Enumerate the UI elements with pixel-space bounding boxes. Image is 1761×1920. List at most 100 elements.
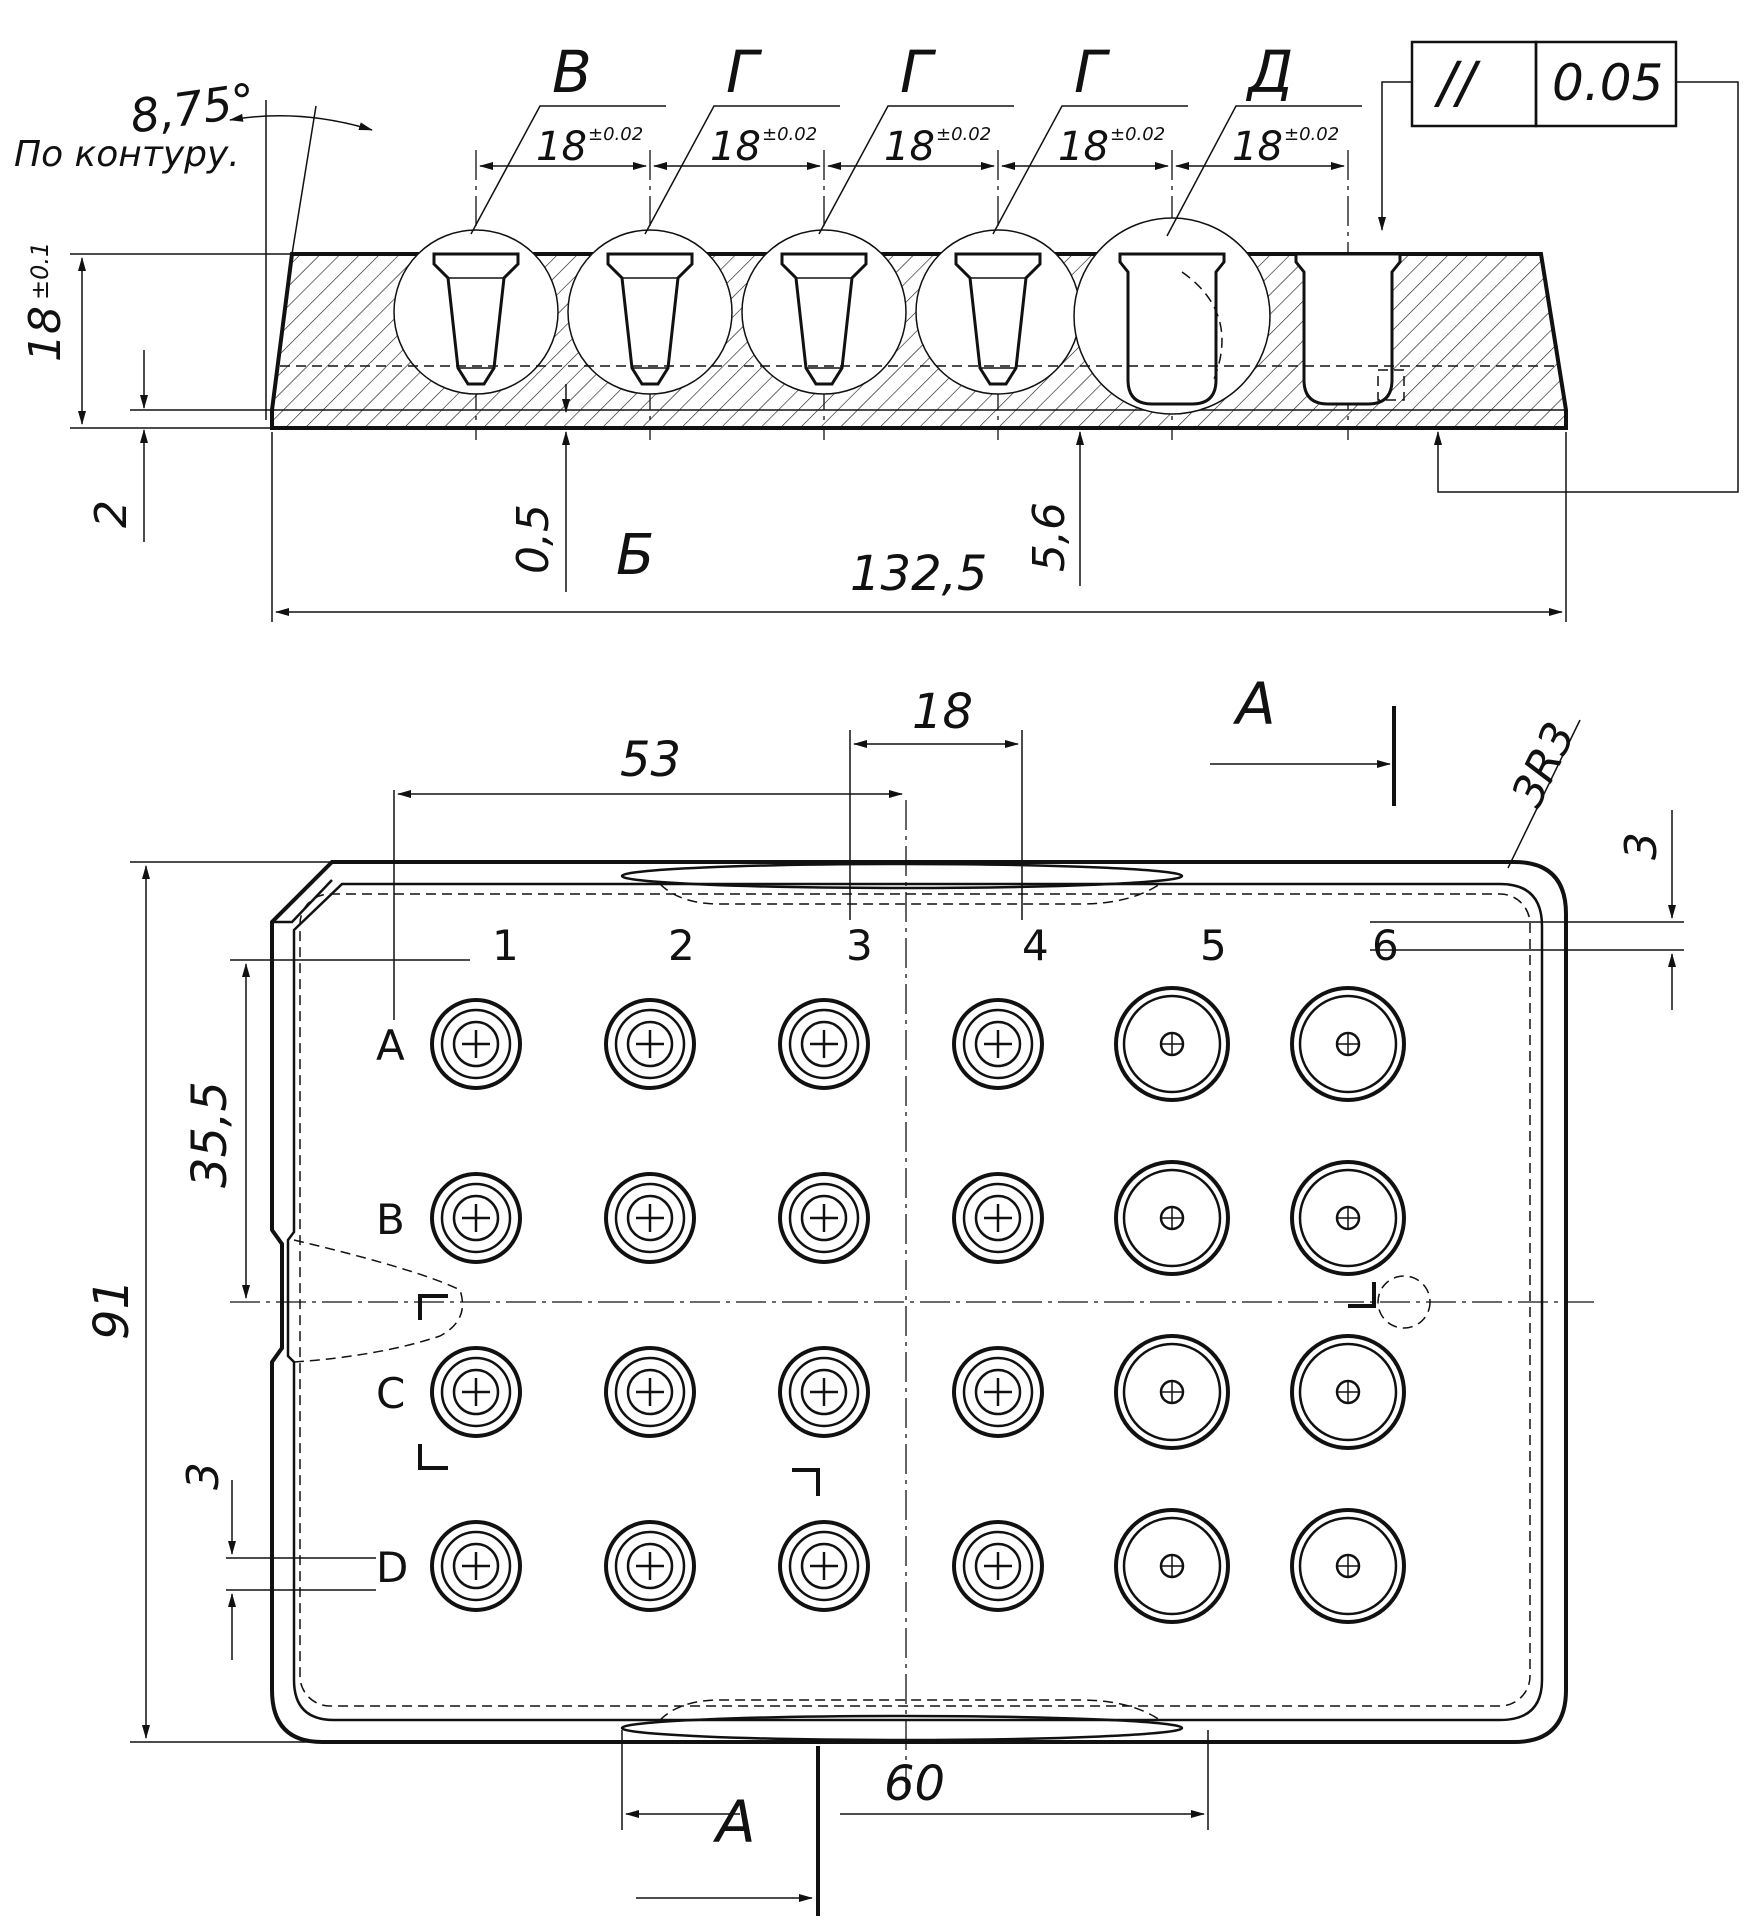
pitch-dim-3: 18±0.02 Г: [818, 38, 1014, 235]
well-B5: [1114, 1160, 1230, 1276]
tolerance-symbol: //: [1433, 51, 1481, 116]
well-A1: [430, 998, 522, 1090]
pitch-label: 18: [1232, 124, 1283, 170]
dim-2-label: 2: [86, 500, 137, 528]
dim-355: 35,5: [182, 959, 470, 1299]
height-tolerance: ±0.1: [26, 242, 54, 300]
section-a-top-label: А: [1232, 670, 1276, 738]
column-label-5: 5: [1200, 921, 1227, 970]
dim-60: 60: [621, 1730, 1209, 1830]
dim-3-left-label: 3: [178, 1462, 229, 1490]
pitch-dim-4: 18±0.02 Г: [992, 38, 1188, 235]
detail-letter: Г: [900, 38, 937, 106]
tolerance-value: 0.05: [1552, 54, 1663, 112]
well-grid: [430, 986, 1406, 1624]
column-labels: 1 2 3 4 5 6: [492, 921, 1399, 970]
dim-53: 53: [393, 732, 903, 1020]
well-C1: [430, 1346, 522, 1438]
well-D5: [1114, 1508, 1230, 1624]
top-notch: [620, 862, 1184, 890]
plate-outline: [270, 860, 1568, 1744]
well-A5: [1114, 986, 1230, 1102]
overall-length-label: 132,5: [850, 546, 987, 602]
well-D2: [604, 1520, 696, 1612]
dim-3-left: 3: [178, 1462, 376, 1660]
dim-3r3-label: 3R3: [1502, 715, 1586, 815]
well-D1: [430, 1520, 522, 1612]
section-wells: [280, 150, 1560, 440]
well-A3: [778, 998, 870, 1090]
row-label-C: C: [376, 1369, 405, 1418]
section-well-4: [915, 150, 1081, 440]
angle-dimension: 8,75° По контуру.: [14, 73, 373, 420]
well-B3: [778, 1172, 870, 1264]
detail-letter: Д: [1245, 38, 1293, 106]
pitch-dim-5: 18±0.02Д: [1166, 38, 1362, 237]
pitch-dim-1: 18±0.02 В: [470, 38, 666, 235]
column-label-4: 4: [1022, 921, 1049, 970]
dim-2: 2: [86, 350, 272, 542]
pitch-label: 18: [536, 124, 587, 170]
well-C2: [604, 1346, 696, 1438]
well-B2: [604, 1172, 696, 1264]
well-C3: [778, 1346, 870, 1438]
height-label: 18: [20, 306, 71, 362]
well-B1: [430, 1172, 522, 1264]
row-label-D: D: [376, 1543, 408, 1592]
well-B6: [1290, 1160, 1406, 1276]
overall-length-dimension: 132,5: [271, 432, 1567, 622]
column-label-2: 2: [668, 921, 695, 970]
column-label-1: 1: [492, 921, 519, 970]
pitch-label: 18: [1058, 124, 1109, 170]
detail-letter: Г: [1074, 38, 1111, 106]
pitch-label: 18: [884, 124, 935, 170]
detail-letter: Г: [726, 38, 763, 106]
section-a-bottom: А: [636, 1746, 820, 1916]
dim-91: 91: [84, 861, 332, 1743]
well-A4: [952, 998, 1044, 1090]
contour-note: По контуру.: [14, 134, 240, 175]
dim-3-right: 3: [1370, 810, 1684, 1010]
dim-53-label: 53: [620, 732, 681, 788]
corner-markers: [418, 1282, 1376, 1496]
bottom-notch: [620, 1714, 1184, 1742]
left-pocket-hidden: [293, 1239, 464, 1363]
row-label-A: A: [376, 1021, 405, 1070]
datum-b-label: Б: [616, 523, 654, 588]
tolerance-frame: // 0.05: [1378, 40, 1739, 493]
plate-inner-outline: [286, 882, 1544, 1722]
dim-05: 0,5: [508, 384, 570, 592]
marker-c1-top: [418, 1294, 448, 1320]
height-dimension: 18 ±0.1: [20, 242, 292, 429]
pitch-label: 18: [710, 124, 761, 170]
pitch-tolerance: ±0.02: [936, 124, 991, 145]
column-label-6: 6: [1372, 921, 1399, 970]
dim-355-label: 35,5: [182, 1081, 238, 1188]
dim-56: 5,6: [1024, 431, 1084, 586]
pitch-tolerance: ±0.02: [1110, 124, 1165, 145]
plate-chamfer: [272, 879, 333, 924]
dim-3-right-label: 3: [1616, 832, 1667, 860]
dim-05-label: 0,5: [508, 504, 559, 574]
well-D6: [1290, 1508, 1406, 1624]
dim-91-label: 91: [84, 1279, 140, 1340]
well-C4: [952, 1346, 1044, 1438]
bottom-notch-hidden: [659, 1699, 1161, 1721]
dim-3r3: 3R3: [1502, 715, 1586, 869]
well-C5: [1114, 1334, 1230, 1450]
well-B4: [952, 1172, 1044, 1264]
marker-d3: [792, 1468, 820, 1496]
dim-56-label: 5,6: [1024, 502, 1075, 572]
detail-letter: В: [552, 38, 592, 106]
pitch-tolerance: ±0.02: [588, 124, 643, 145]
section-well-6: [1294, 150, 1405, 440]
column-label-3: 3: [846, 921, 873, 970]
well-D4: [952, 1520, 1044, 1612]
section-view: 18 ±0.1 2 0,5 Б 5,6 132,5: [14, 38, 1739, 622]
row-label-B: B: [376, 1195, 405, 1244]
well-D3: [778, 1520, 870, 1612]
pitch-dim-2: 18±0.02Г: [644, 38, 840, 235]
